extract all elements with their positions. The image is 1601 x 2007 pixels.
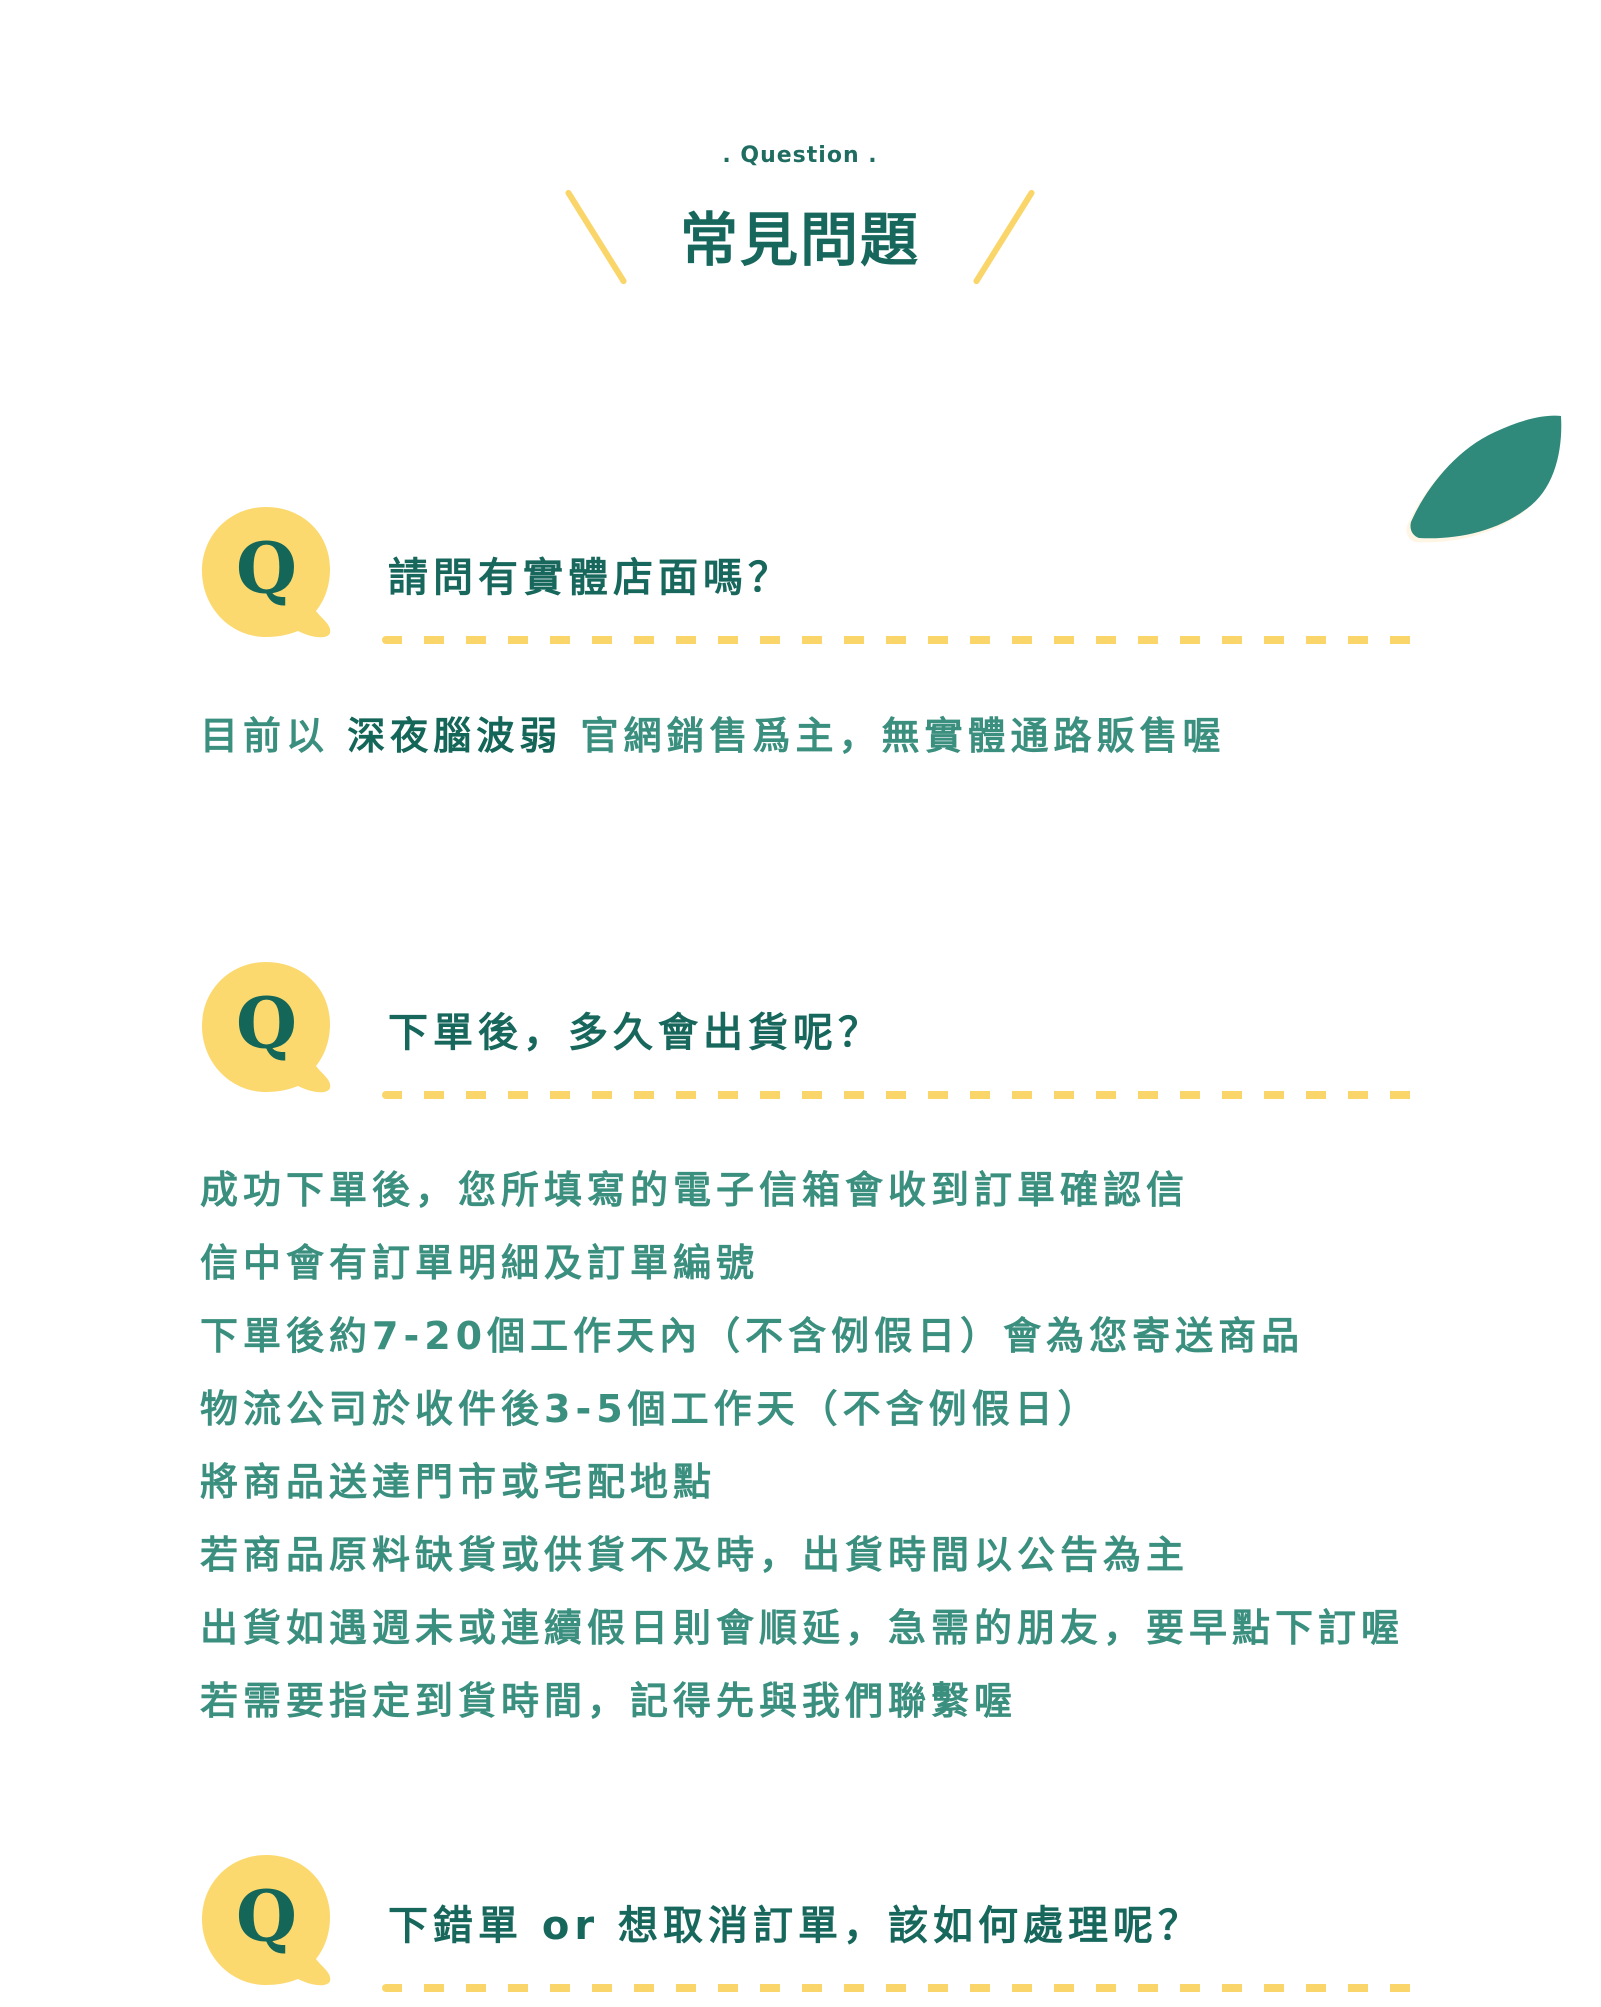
q-letter: Q bbox=[236, 982, 297, 1065]
dashed-divider bbox=[382, 1091, 1414, 1099]
speech-bubble-icon bbox=[202, 1855, 331, 1986]
answer-suffix: 官網銷售爲主，無實體通路販售喔 bbox=[562, 714, 1226, 758]
q-badge: Q bbox=[198, 958, 335, 1098]
faq-answer: 目前以 深夜腦波弱 官網銷售爲主，無實體通路販售喔 bbox=[200, 700, 1420, 773]
faq-header: . Question . 常見問題 bbox=[0, 0, 1601, 320]
answer-line: 目前以 深夜腦波弱 官網銷售爲主，無實體通路販售喔 bbox=[200, 700, 1420, 773]
section-kicker: . Question . bbox=[722, 143, 878, 168]
page-title: 常見問題 bbox=[679, 206, 920, 274]
speech-bubble-icon bbox=[202, 962, 331, 1093]
q-letter: Q bbox=[236, 1875, 297, 1958]
q-letter: Q bbox=[236, 527, 297, 610]
answer-line: 若需要指定到貨時間，記得先與我們聯繫喔 bbox=[200, 1679, 1018, 1723]
brand-name: 深夜腦波弱 bbox=[347, 714, 563, 758]
answer-line: 出貨如遇週未或連續假日則會順延，急需的朋友，要早點下訂喔 bbox=[200, 1606, 1405, 1650]
faq-answer: 成功下單後，您所填寫的電子信箱會收到訂單確認信 信中會有訂單明細及訂單編號 下單… bbox=[200, 1154, 1420, 1738]
faq-question: 下單後，多久會出貨呢？ bbox=[388, 1010, 883, 1056]
q-badge: Q bbox=[198, 1851, 335, 1991]
decorative-slash-right bbox=[972, 188, 1036, 286]
answer-line: 成功下單後，您所填寫的電子信箱會收到訂單確認信 bbox=[200, 1168, 1190, 1212]
dashed-divider bbox=[382, 1984, 1414, 1992]
answer-line: 下單後約7-20個工作天內（不含例假日）會為您寄送商品 bbox=[200, 1314, 1305, 1358]
decorative-slash-left bbox=[564, 188, 628, 286]
faq-question: 下錯單 or 想取消訂單，該如何處理呢？ bbox=[388, 1903, 1204, 1949]
q-badge: Q bbox=[198, 503, 335, 643]
answer-prefix: 目前以 bbox=[200, 714, 348, 758]
speech-bubble-icon bbox=[202, 507, 331, 638]
dashed-divider bbox=[382, 636, 1414, 644]
leaf-icon bbox=[1405, 410, 1565, 550]
answer-line: 信中會有訂單明細及訂單編號 bbox=[200, 1241, 760, 1285]
answer-line: 若商品原料缺貨或供貨不及時，出貨時間以公告為主 bbox=[200, 1533, 1190, 1577]
answer-line: 物流公司於收件後3-5個工作天（不含例假日） bbox=[200, 1387, 1101, 1431]
faq-question: 請問有實體店面嗎？ bbox=[388, 555, 793, 601]
answer-line: 將商品送達門市或宅配地點 bbox=[200, 1460, 717, 1504]
